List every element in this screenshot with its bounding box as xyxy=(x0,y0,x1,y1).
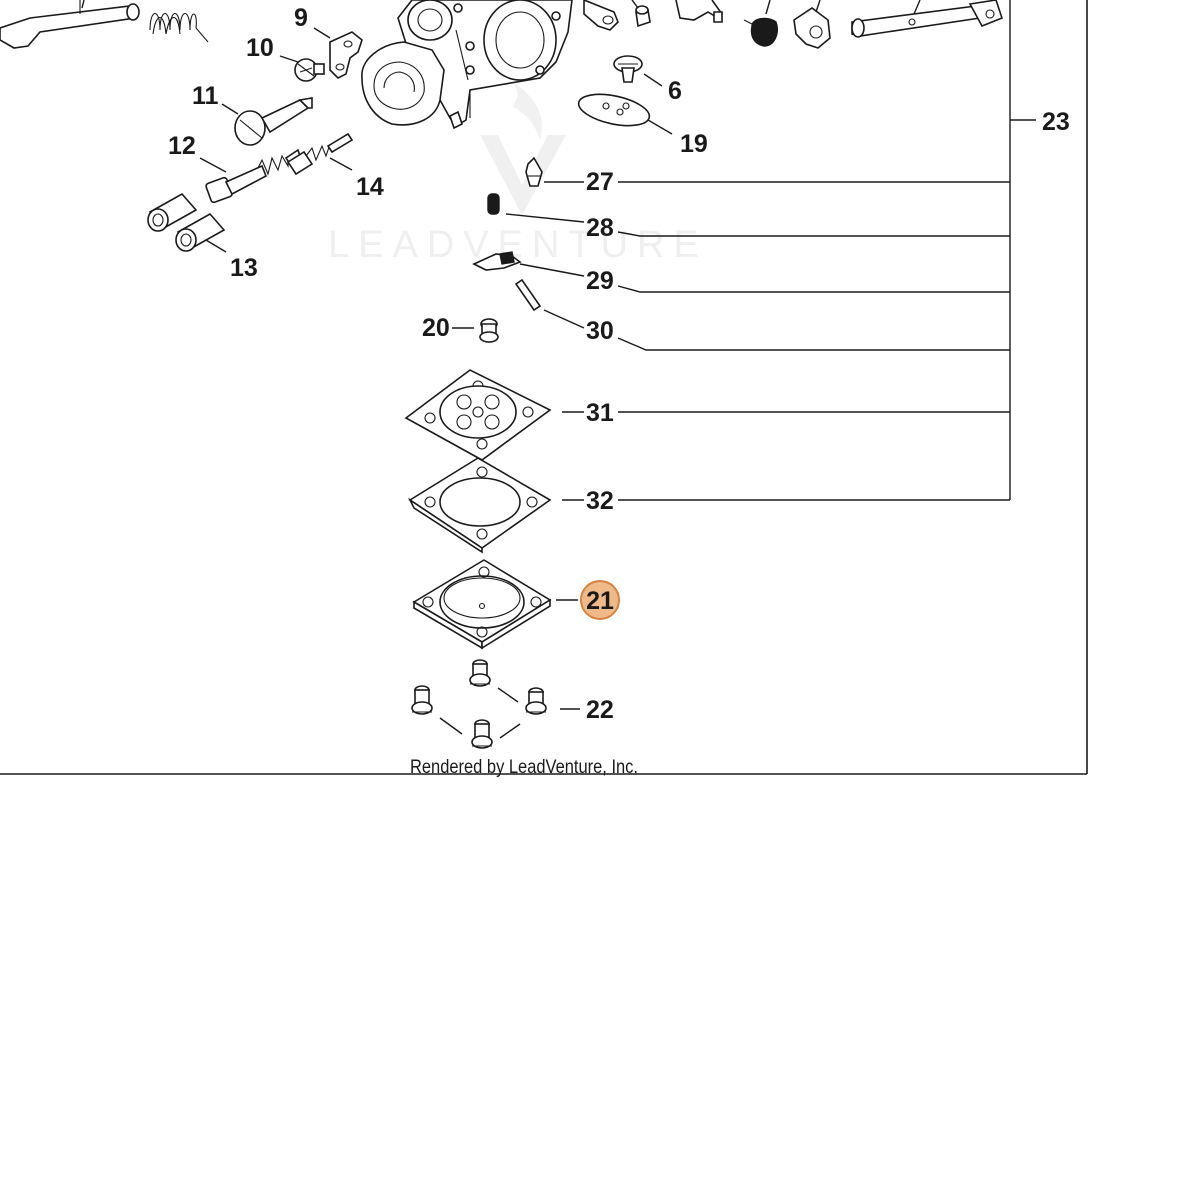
part-13-bushings xyxy=(147,192,226,252)
part-29-lever xyxy=(472,251,522,271)
callout-9[interactable]: 9 xyxy=(294,4,308,32)
part-6-screw xyxy=(613,55,643,83)
part-12-screw xyxy=(205,148,301,204)
callout-23[interactable]: 23 xyxy=(1042,108,1070,136)
callout-12[interactable]: 12 xyxy=(168,132,196,160)
part-9-plate xyxy=(329,31,363,79)
callout-6[interactable]: 6 xyxy=(668,77,682,105)
part-27-needle-valve xyxy=(525,156,543,187)
callout-11[interactable]: 11 xyxy=(192,82,219,110)
screw-bottom xyxy=(471,719,493,749)
highlight-circle[interactable] xyxy=(580,580,620,620)
spring-part xyxy=(149,12,209,43)
part-11-needle xyxy=(234,97,313,146)
part-21-diaphragm[interactable] xyxy=(412,559,552,650)
part-22-screws xyxy=(411,659,547,749)
callout-29[interactable]: 29 xyxy=(586,267,614,295)
screw-left xyxy=(411,685,433,715)
spring-coil-part xyxy=(743,17,778,47)
pin-part xyxy=(635,5,651,28)
shaft-part xyxy=(0,0,140,49)
render-credit: Rendered by LeadVenture, Inc. xyxy=(410,757,638,778)
part-20-screw xyxy=(479,318,499,343)
callout-22[interactable]: 22 xyxy=(586,696,614,724)
callout-14[interactable]: 14 xyxy=(356,173,384,201)
part-19-diaphragm xyxy=(577,93,651,127)
cam-part xyxy=(793,7,831,49)
callout-20[interactable]: 20 xyxy=(422,314,450,342)
callout-19[interactable]: 19 xyxy=(680,130,708,158)
callout-21-highlight[interactable]: 21 xyxy=(580,580,620,620)
callout-31[interactable]: 31 xyxy=(586,399,614,427)
part-32-gasket xyxy=(407,457,552,554)
callout-32[interactable]: 32 xyxy=(586,487,614,515)
callout-28[interactable]: 28 xyxy=(586,214,614,242)
callout-13[interactable]: 13 xyxy=(230,254,258,282)
part-14-needle xyxy=(286,132,354,176)
diagram-frame xyxy=(0,0,1088,775)
part-30-pin xyxy=(514,278,542,312)
screw-top xyxy=(469,659,491,687)
part-10-screw xyxy=(294,58,325,82)
callouts: 9 10 11 12 13 14 6 19 23 27 28 29 30 20 … xyxy=(168,4,1070,724)
callout-27[interactable]: 27 xyxy=(586,168,614,196)
callout-21[interactable]: 21 xyxy=(586,587,614,615)
lever-part xyxy=(583,0,619,31)
carburetor-body xyxy=(361,0,573,130)
leader-lines xyxy=(81,0,1036,739)
screw-right xyxy=(525,687,547,715)
bracket-part xyxy=(675,0,724,23)
callout-30[interactable]: 30 xyxy=(586,317,614,345)
part-28-spring xyxy=(487,193,500,215)
part-31-metering-plate xyxy=(404,369,552,461)
shaft-right-part xyxy=(851,0,1003,38)
callout-10[interactable]: 10 xyxy=(246,34,274,62)
